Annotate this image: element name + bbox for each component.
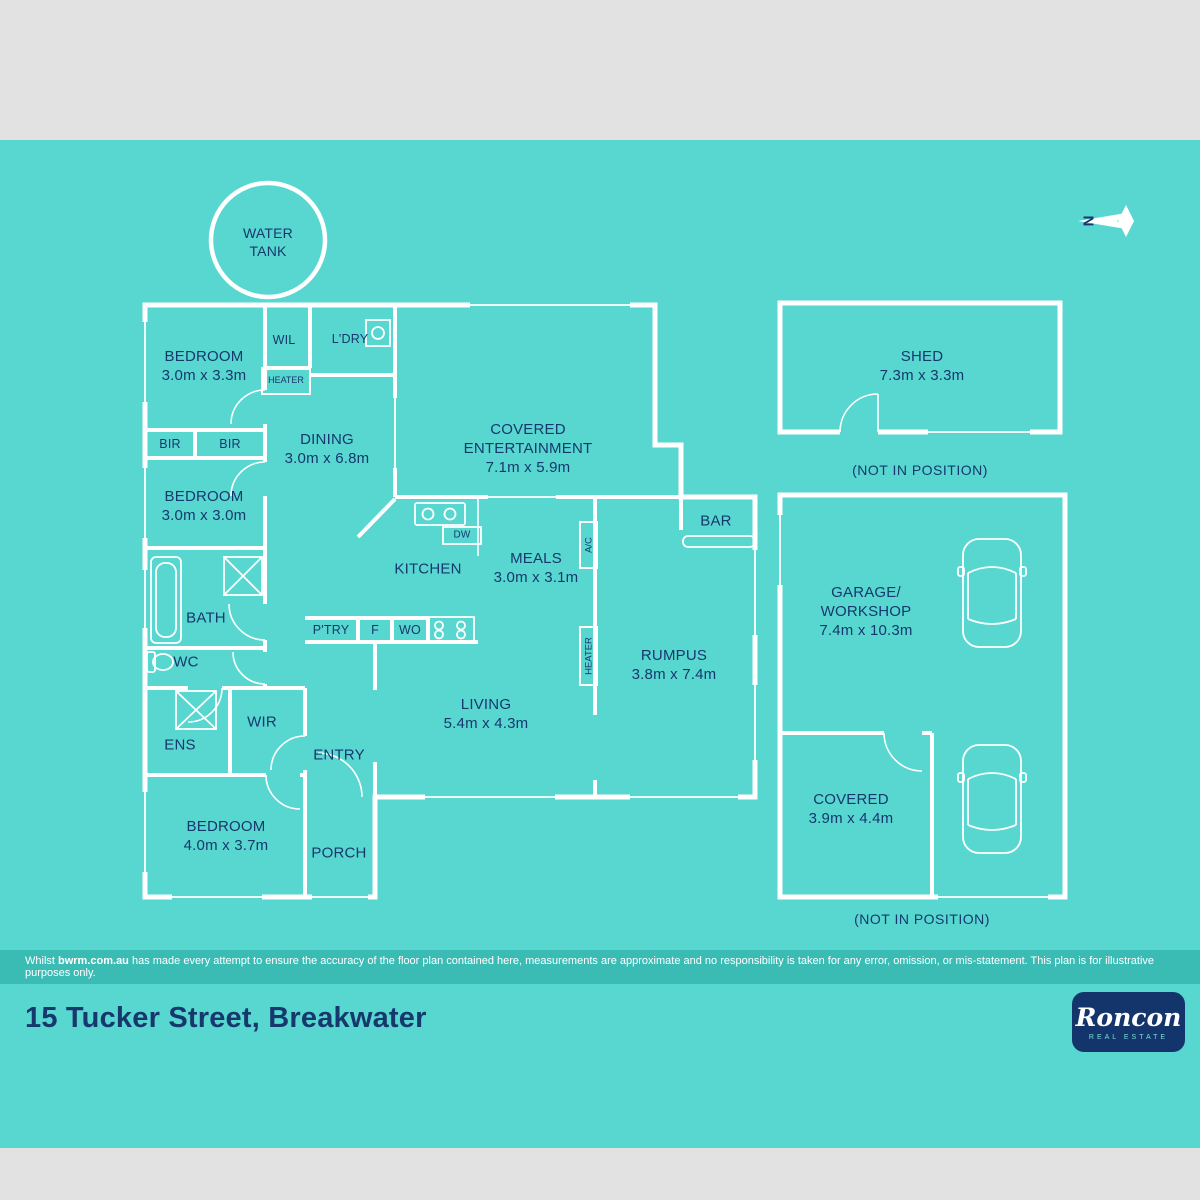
disclaimer-brand: bwrm.com.au — [58, 955, 129, 967]
agency-logo-subtitle: REAL ESTATE — [1088, 1034, 1169, 1041]
bottom-gray-band — [0, 1148, 1200, 1200]
water-tank-label: WATER TANK — [243, 225, 293, 259]
windows — [144, 304, 1048, 898]
label-kitchen: KITCHEN — [394, 560, 462, 578]
cars — [957, 538, 1027, 854]
main-house-exterior-walls — [142, 302, 758, 900]
water-tank-circle — [208, 180, 328, 300]
ac-unit-box — [579, 521, 598, 569]
label-entry: ENTRY — [313, 746, 365, 764]
interior-walls — [145, 305, 934, 897]
room-label-shed: SHED 7.3m x 3.3m — [879, 347, 965, 384]
room-label-covered: COVERED 3.9m x 4.4m — [808, 790, 894, 827]
agency-logo-name: Roncon — [1075, 1003, 1182, 1032]
property-address: 15 Tucker Street, Breakwater — [25, 1002, 427, 1034]
label-dishwasher: DW — [453, 529, 471, 541]
label-bath: BATH — [186, 609, 226, 627]
room-label-living: LIVING 5.4m x 4.3m — [443, 695, 529, 732]
label-wir: WIR — [247, 713, 277, 731]
label-wall-heater: HEATER — [583, 637, 595, 675]
label-bir-1: BIR — [159, 437, 181, 451]
label-porch: PORCH — [311, 844, 367, 862]
label-garage-not-in-position: (NOT IN POSITION) — [854, 911, 990, 928]
label-ens: ENS — [164, 736, 196, 754]
label-bir-2: BIR — [219, 437, 241, 451]
top-gray-band — [0, 0, 1200, 140]
disclaimer-text-prefix: Whilst — [25, 955, 58, 967]
label-pantry: P'TRY — [312, 623, 350, 637]
car-icon — [957, 744, 1027, 854]
label-fridge: F — [371, 623, 379, 637]
agency-logo: Roncon REAL ESTATE — [1072, 992, 1185, 1052]
bar-counter-icon — [682, 535, 756, 548]
room-label-garage-workshop: GARAGE/ WORKSHOP 7.4m x 10.3m — [819, 584, 913, 640]
kitchen-sink-icon — [414, 502, 466, 526]
stove-icon — [426, 616, 475, 643]
room-label-meals: MEALS 3.0m x 3.1m — [493, 549, 579, 586]
disclaimer-bar: Whilst bwrm.com.au has made every attemp… — [0, 950, 1200, 984]
fixtures — [146, 319, 756, 730]
label-bar: BAR — [700, 512, 732, 530]
label-ac: A/C — [583, 537, 595, 553]
laundry-trough-icon — [365, 319, 391, 347]
label-heater: HEATER — [268, 375, 304, 386]
shed-exterior-walls — [777, 300, 1063, 435]
label-shed-not-in-position: (NOT IN POSITION) — [852, 462, 988, 479]
label-wall-oven: WO — [399, 623, 421, 637]
shower-icon — [223, 556, 263, 596]
garage-exterior-walls — [777, 492, 1068, 900]
label-ldry: L'DRY — [331, 332, 369, 346]
room-label-covered-entertainment: COVERED ENTERTAINMENT 7.1m x 5.9m — [463, 421, 593, 477]
bathtub-icon — [150, 556, 182, 644]
wall-heater-box — [579, 626, 598, 686]
room-label-dining: DINING 3.0m x 6.8m — [284, 430, 370, 467]
disclaimer-text-rest: has made every attempt to ensure the acc… — [25, 955, 1155, 979]
label-wc: WC — [173, 653, 199, 671]
ensuite-shower-icon — [175, 690, 217, 730]
compass-north-label: N — [1080, 215, 1098, 227]
room-label-bedroom-2: BEDROOM 3.0m x 3.0m — [161, 487, 247, 524]
room-label-bedroom-3: BEDROOM 4.0m x 3.7m — [183, 817, 269, 854]
dishwasher-icon — [442, 526, 482, 545]
room-label-rumpus: RUMPUS 3.8m x 7.4m — [631, 646, 717, 683]
room-label-bedroom-1: BEDROOM 3.0m x 3.3m — [161, 347, 247, 384]
heater-box — [261, 367, 311, 395]
door-arcs — [187, 389, 923, 810]
label-wil: WIL — [272, 333, 296, 347]
compass-icon — [1078, 205, 1134, 237]
toilet-icon — [146, 651, 174, 673]
car-icon — [957, 538, 1027, 648]
